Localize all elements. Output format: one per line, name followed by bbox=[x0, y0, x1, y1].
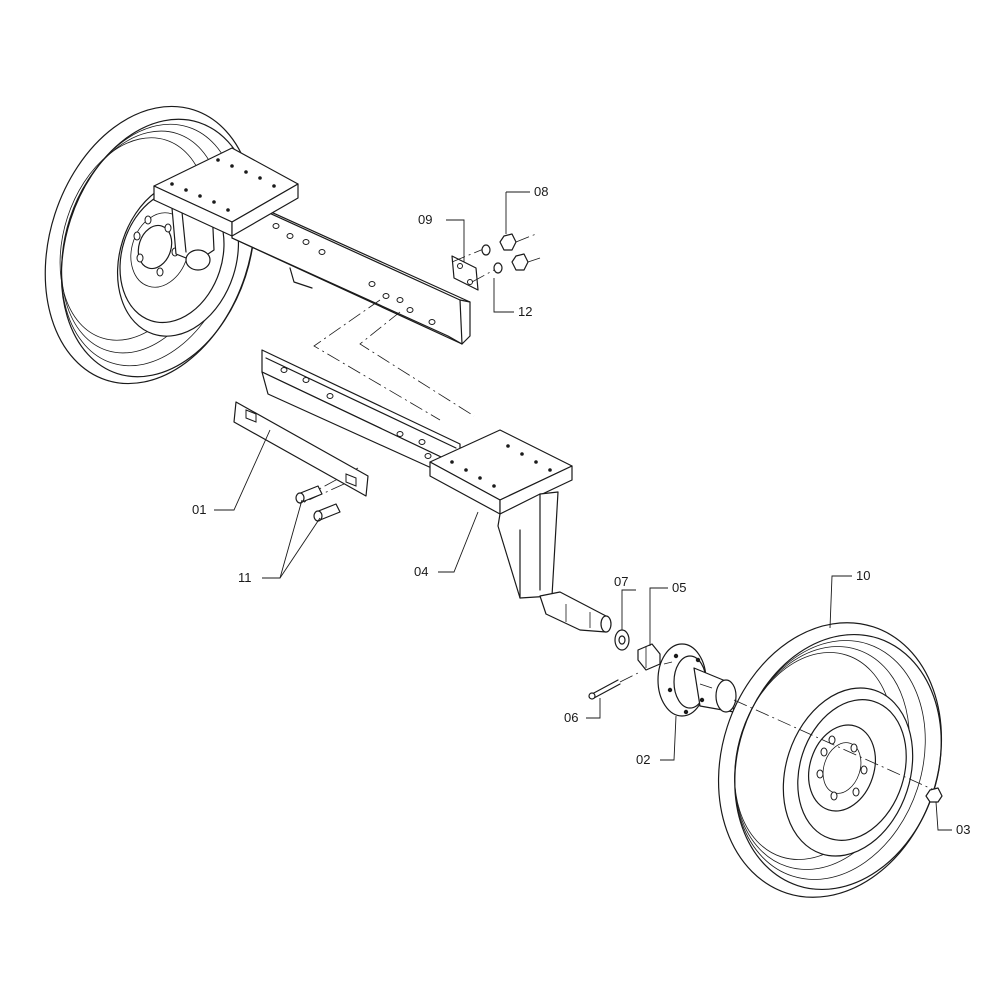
label-04: 04 bbox=[414, 564, 428, 579]
nuts-and-washers bbox=[481, 233, 541, 274]
wheel-nut-03 bbox=[925, 787, 943, 803]
label-11: 11 bbox=[238, 570, 252, 585]
fixing-plate-09 bbox=[451, 247, 495, 291]
left-stub-leg bbox=[171, 207, 215, 271]
right-wheel-10 bbox=[717, 622, 943, 898]
upper-channel-beam bbox=[231, 195, 471, 345]
washer-07 bbox=[614, 629, 630, 651]
label-07: 07 bbox=[614, 574, 628, 589]
label-01: 01 bbox=[192, 502, 206, 517]
clamp-plate-01 bbox=[233, 401, 369, 497]
wheel-hub-02 bbox=[657, 643, 737, 717]
label-10: 10 bbox=[856, 568, 870, 583]
label-02: 02 bbox=[636, 752, 650, 767]
label-08: 08 bbox=[534, 184, 548, 199]
lower-channel-beam bbox=[261, 349, 461, 481]
castle-nut-05 bbox=[637, 643, 661, 671]
label-09: 09 bbox=[418, 212, 432, 227]
label-03: 03 bbox=[956, 822, 970, 837]
cotter-pin-06 bbox=[588, 671, 641, 700]
leader-lines bbox=[214, 191, 952, 831]
label-06: 06 bbox=[564, 710, 578, 725]
lower-mounting-plate bbox=[429, 429, 573, 515]
upper-mounting-plate bbox=[153, 147, 299, 237]
part-labels: 08 09 12 01 11 04 07 05 06 02 10 03 bbox=[192, 184, 970, 837]
right-stub-leg bbox=[497, 491, 612, 633]
label-05: 05 bbox=[672, 580, 686, 595]
label-12: 12 bbox=[518, 304, 532, 319]
bolts-11 bbox=[295, 485, 341, 522]
